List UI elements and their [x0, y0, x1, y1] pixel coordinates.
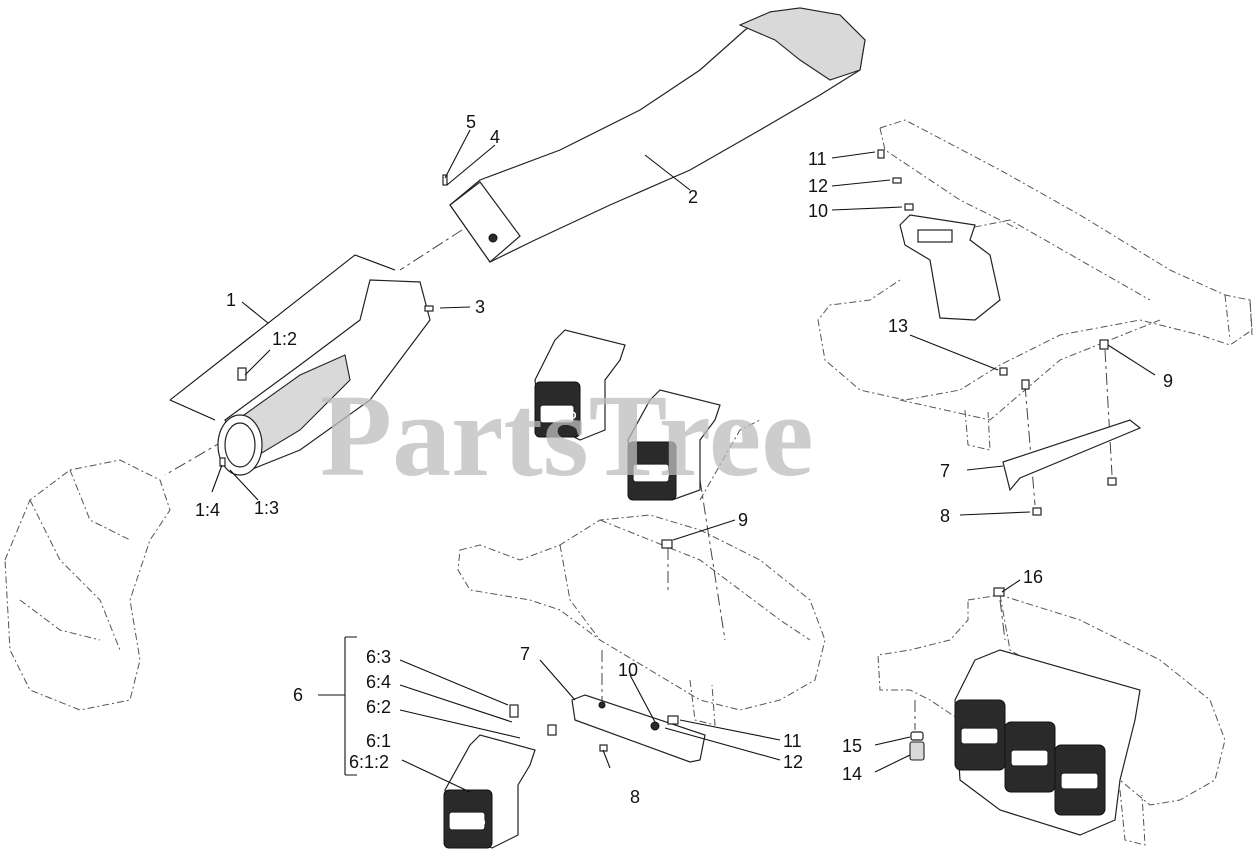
callout-5: 5	[466, 112, 476, 132]
callout-11: 11	[783, 731, 802, 751]
callout-6-3: 6:3	[366, 647, 391, 667]
tube-assembly	[217, 279, 431, 476]
deflector-triple	[954, 649, 1141, 836]
engine-housing-left	[4, 459, 171, 711]
callout-3: 3	[475, 297, 485, 317]
callout-12: 12	[808, 176, 828, 196]
chassis-frame-center	[457, 419, 826, 726]
logo-text: TORO	[545, 410, 577, 422]
callout-1-2: 1:2	[272, 329, 297, 349]
callout-1: 1	[226, 290, 236, 310]
callout-9: 9	[1163, 371, 1173, 391]
callout-6: 6	[293, 685, 303, 705]
callout-12: 12	[783, 752, 803, 772]
callout-13: 13	[888, 316, 908, 336]
logo-text: TORO	[454, 817, 486, 829]
deflector-top-left: TORO	[534, 329, 626, 441]
callout-10: 10	[618, 660, 638, 680]
chassis-frame-top-right	[817, 119, 1253, 451]
center-lines	[164, 229, 1113, 730]
callout-8: 8	[940, 506, 950, 526]
callout-16: 16	[1023, 567, 1043, 587]
callout-1-4: 1:4	[195, 500, 220, 520]
leader-lines	[169, 129, 1156, 793]
deflector-top-right	[899, 214, 1001, 321]
callout-7: 7	[940, 461, 950, 481]
fastener-hardware	[219, 149, 1117, 761]
watermark: PartsTree	[320, 370, 814, 501]
bracket-center	[571, 694, 706, 763]
callout-14: 14	[842, 764, 862, 784]
discharge-tube	[449, 7, 866, 263]
callout-2: 2	[688, 187, 698, 207]
bracket-top-right	[1002, 419, 1142, 492]
callout-7: 7	[520, 644, 530, 664]
callout-6-2: 6:2	[366, 697, 391, 717]
callout-6-4: 6:4	[366, 672, 391, 692]
logo-text: TORO	[638, 469, 670, 481]
callout-1-3: 1:3	[254, 498, 279, 518]
callout-6-1: 6:1	[366, 731, 391, 751]
callout-6-1-2: 6:1:2	[349, 752, 389, 772]
callout-11: 11	[808, 149, 827, 169]
callout-8: 8	[630, 787, 640, 807]
callout-10: 10	[808, 201, 828, 221]
callout-15: 15	[842, 736, 862, 756]
deflector-center: TORO	[627, 389, 721, 501]
callout-4: 4	[490, 127, 500, 147]
callout-9: 9	[738, 510, 748, 530]
callout-labels: 5 4 2 3 1 1:2 1:4 1:3 11 12 10 13 9 7 8 …	[195, 112, 1173, 807]
deflector-bottom-left: TORO	[443, 734, 536, 849]
